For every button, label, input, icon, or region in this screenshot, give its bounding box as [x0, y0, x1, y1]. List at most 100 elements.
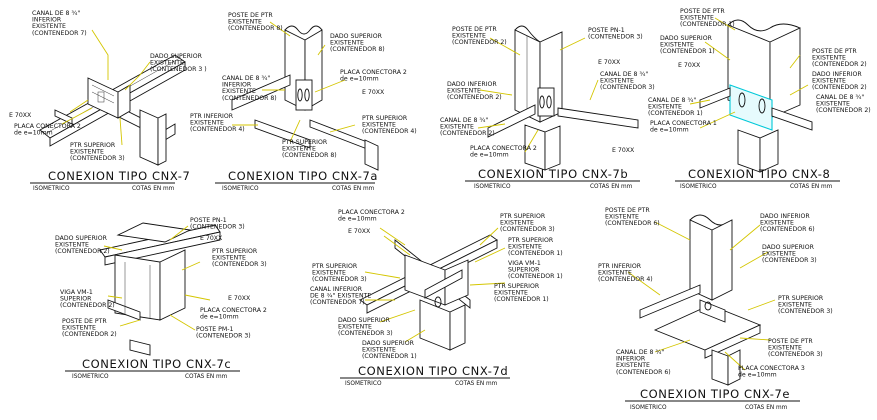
label-line: de e=10mm [14, 130, 53, 137]
label-line: EXISTENTE [778, 302, 812, 309]
label-line: EXISTENTE [616, 362, 650, 369]
label-line: EXISTENTE [312, 270, 346, 277]
label-line: DADO INFERIOR [812, 71, 862, 78]
label-line: POSTE PM-1 [196, 326, 233, 333]
label-line: POSTE DE PTR [768, 338, 813, 345]
label-line: SUPERIOR [508, 267, 540, 274]
label-line: DADO SUPERIOR [55, 235, 108, 242]
label-line: (CONTENEDOR 3) [500, 226, 555, 233]
label-line: (CONTENEDOR 3 ) [150, 66, 207, 73]
label-line: EXISTENTE [760, 220, 794, 227]
label-line: (CONTENEDOR 7) [310, 299, 365, 306]
label-line: EXISTENTE [228, 19, 262, 26]
label-line: E 70XX [678, 62, 701, 69]
label-line: E 70XX [612, 147, 635, 154]
label-line: (CONTENEDOR 2) [812, 61, 867, 68]
label-line: (CONTENEDOR 3) [312, 276, 367, 283]
label-line: (CONTENEDOR 1) [508, 273, 563, 280]
label-line: (CONTENEDOR 4) [190, 126, 245, 133]
label-line: (CONTENEDOR 3) [768, 351, 823, 358]
label-line: PTR SUPERIOR [500, 213, 546, 220]
label-line: EXISTENTE [362, 122, 396, 129]
label-cnx7c-pm: POSTE PM-1(CONTENEDOR 3) [196, 326, 251, 340]
label-cnx7c-weld1: E 70XX [200, 235, 223, 242]
label-line: EXISTENTE [55, 242, 89, 249]
label-line: PLACA CONECTORA 2 [14, 123, 81, 130]
label-line: INFERIOR [32, 17, 62, 24]
iso-cnx7d: ISOMETRICO [345, 381, 382, 387]
label-line: (CONTENEDOR 2) [816, 107, 871, 114]
label-line: EXISTENTE [812, 78, 846, 85]
label-line: (CONTENEDOR 3) [600, 84, 655, 91]
label-line: DADO SUPERIOR [338, 317, 391, 324]
label-line: CANAL DE 8 ¾" [600, 71, 648, 78]
label-line: SUPERIOR [60, 296, 92, 303]
label-line: de e=10mm [338, 216, 377, 223]
label-cnx7-weld: E 70XX [9, 112, 32, 119]
iso-cnx7e: ISOMETRICO [630, 405, 667, 411]
label-line: EXISTENTE [605, 214, 639, 221]
label-line: (CONTENEDOR 8) [282, 152, 337, 159]
label-line: (CONTENEDOR 3) [762, 257, 817, 264]
label-line: (CONTENEDOR 6) [760, 226, 815, 233]
title-cnx8: CONEXION TIPO CNX-8 [688, 167, 830, 181]
label-line: PTR SUPERIOR [508, 237, 554, 244]
label-line: PTR SUPERIOR [778, 295, 824, 302]
cotas-cnx7b: COTAS EN mm [590, 184, 633, 190]
label-cnx7b-canal2: CANAL DE 8 ¾"EXISTENTE(CONTENEDOR 2) [440, 117, 495, 137]
label-line: EXISTENTE [648, 104, 682, 111]
label-line: EXISTENTE [440, 124, 474, 131]
label-line: (CONTENEDOR 1) [680, 21, 735, 28]
label-line: EXISTENTE [62, 325, 96, 332]
iso-cnx7b: ISOMETRICO [474, 184, 511, 190]
label-line: (CONTENEDOR 3) [190, 224, 245, 231]
label-line: CANAL DE 8 ¾" [816, 94, 864, 101]
label-line: (CONTENEDOR 7) [32, 30, 87, 37]
label-line: EXISTENTE [190, 120, 224, 127]
title-cnx7e: CONEXION TIPO CNX-7e [640, 387, 790, 401]
label-line: DADO SUPERIOR [150, 53, 203, 60]
iso-cnx7c: ISOMETRICO [72, 374, 109, 380]
label-cnx7c-weld2: E 70XX [228, 295, 251, 302]
title-cnx7: CONEXION TIPO CNX-7 [48, 169, 190, 183]
label-line: DADO INFERIOR [447, 81, 497, 88]
label-line: CANAL DE 8 ¾" [440, 117, 488, 124]
label-line: (CONTENEDOR 3) [196, 333, 251, 340]
label-line: EXISTENTE [338, 324, 372, 331]
cotas-cnx7d: COTAS EN mm [455, 381, 498, 387]
label-cnx7d-weld: E 70XX [348, 228, 371, 235]
label-line: EXISTENTE [660, 42, 694, 49]
label-line: PLACA CONECTORA 2 [200, 307, 267, 314]
label-line: EXISTENTE [452, 33, 486, 40]
title-cnx7d: CONEXION TIPO CNX-7d [358, 364, 508, 378]
label-line: EXISTENTE [222, 88, 256, 95]
label-line: EXISTENTE [150, 60, 184, 67]
label-line: INFERIOR [222, 82, 252, 89]
label-cnx7c-pn: POSTE PN-1(CONTENEDOR 3) [190, 217, 245, 231]
label-line: VIGA VM-1 [60, 289, 93, 296]
label-line: (CONTENEDOR 2) [440, 130, 495, 137]
label-line: POSTE DE PTR [680, 8, 725, 15]
placa-conectora-highlight [729, 84, 773, 131]
label-line: PLACA CONECTORA 2 [470, 145, 537, 152]
